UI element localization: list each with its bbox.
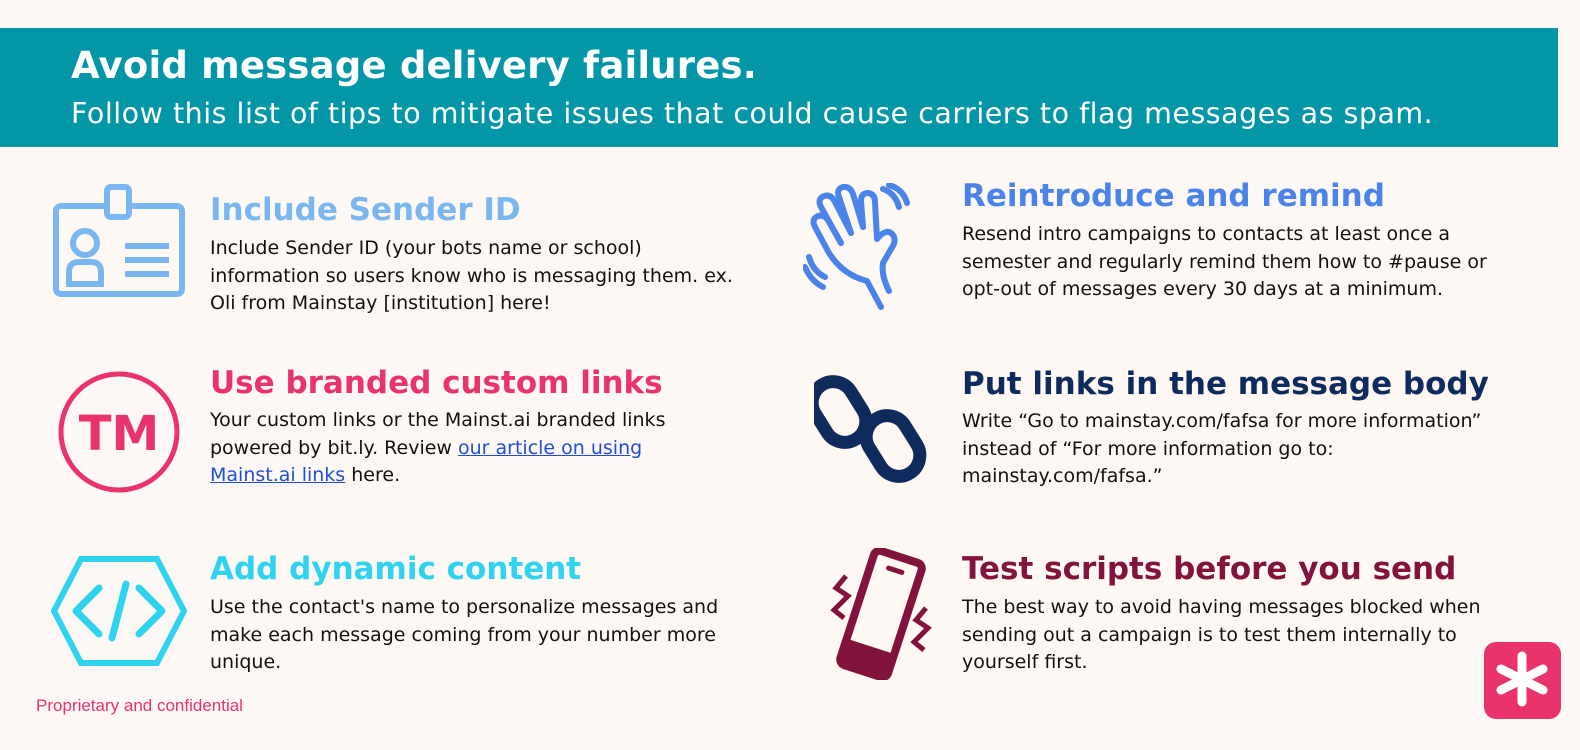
mainstay-logo-icon [1484,642,1561,719]
tip-body: Write “Go to mainstay.com/fafsa for more… [962,410,1482,487]
vibrating-phone-icon [826,548,936,680]
tip-title: Use branded custom links [210,365,663,401]
tip-title: Include Sender ID [210,192,521,228]
tip-title: Test scripts before you send [962,551,1457,587]
tip-title: Reintroduce and remind [962,178,1385,214]
page-subtitle: Follow this list of tips to mitigate iss… [71,97,1434,130]
chain-link-icon [814,370,930,486]
trademark-icon: TM [57,370,181,494]
tip-title: Put links in the message body [962,366,1489,402]
tip-body: Resend intro campaigns to contacts at le… [962,223,1487,300]
id-badge-icon [53,184,185,298]
tip-body: Use the contact's name to personalize me… [210,596,719,673]
tip-body-text-end: here. [345,464,401,486]
tip-body: Your custom links or the Mainst.ai brand… [210,407,710,490]
code-icon [51,556,187,666]
tip-title: Add dynamic content [210,551,582,587]
header-banner: Avoid message delivery failures. Follow … [0,28,1558,147]
tip-body: Include Sender ID (your bots name or sch… [210,237,733,314]
tip-body-text: Your custom links or the Mainst.ai brand… [210,409,666,459]
waving-hand-icon [803,183,913,311]
mainst-links-article-link[interactable]: our article on using Mainst.ai links [210,436,643,487]
tip-body: The best way to avoid having messages bl… [962,596,1481,673]
footer-confidential: Proprietary and confidential [36,696,243,715]
page-title: Avoid message delivery failures. [71,44,758,87]
svg-text:TM: TM [79,406,160,462]
